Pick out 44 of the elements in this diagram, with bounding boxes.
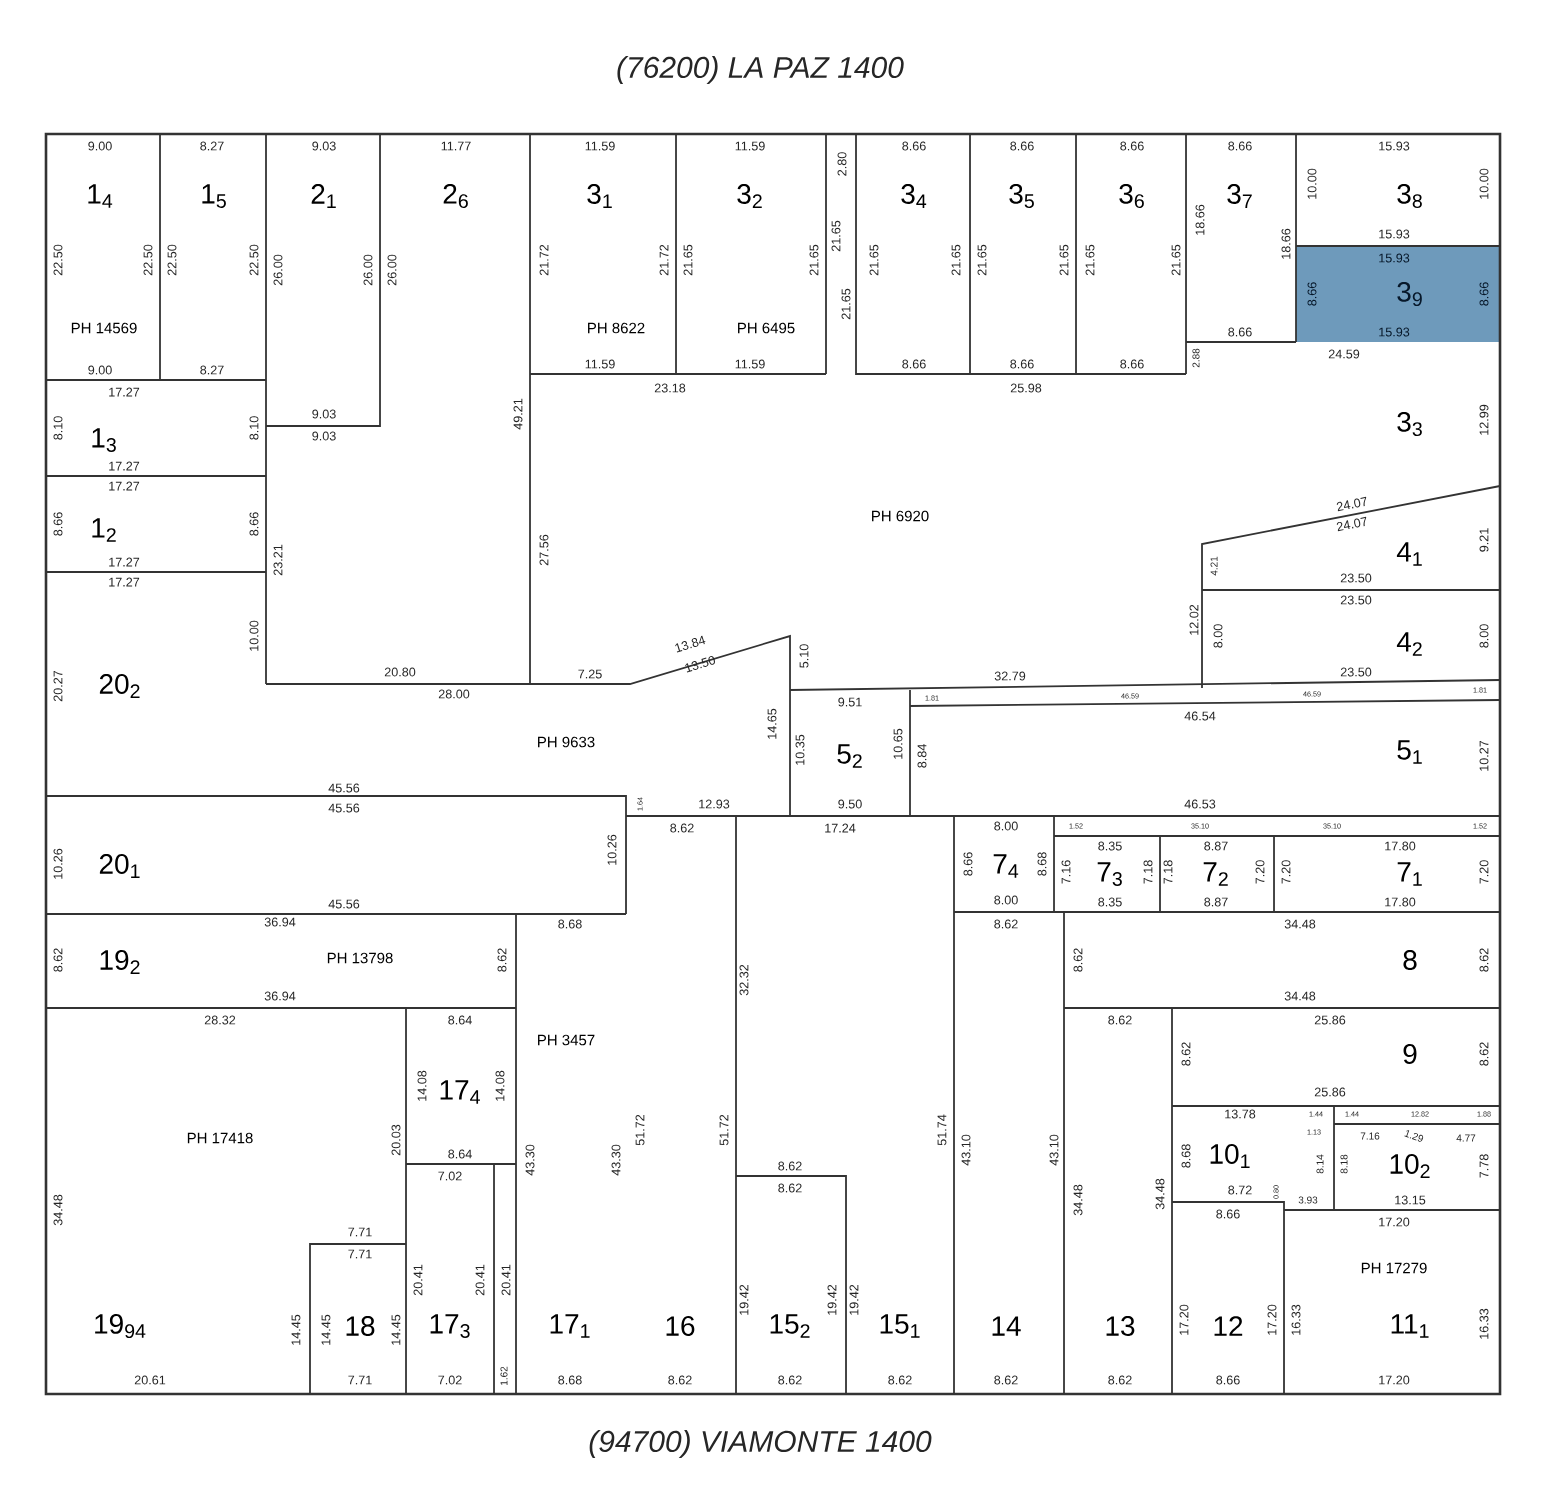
parcel-number: 3$_{6}$ xyxy=(1119,183,1144,209)
parcel-number: 10$_{2}$ xyxy=(1390,1154,1430,1178)
parcel-number: 16 xyxy=(666,1316,695,1336)
parcel-number: 10$_{1}$ xyxy=(1210,1144,1250,1168)
parcel-number: 11$_{1}$ xyxy=(1391,1314,1429,1338)
street-label: (94700) VIAMONTE 1400 xyxy=(589,1430,932,1458)
parcel-number: 1$_{5}$ xyxy=(202,184,226,208)
parcel-number: 17$_{1}$ xyxy=(550,1314,590,1338)
parcel-number: 9 xyxy=(1403,1044,1417,1064)
parcel-number: 3$_{1}$ xyxy=(587,184,612,208)
parcel-number: 4$_{2}$ xyxy=(1396,632,1422,656)
parcel-number: 17$_{4}$ xyxy=(440,1080,480,1104)
parcel-number: 19$_{94}$ xyxy=(95,1313,146,1339)
parcel-number: 20$_{2}$ xyxy=(99,674,140,698)
parcel-number: 13 xyxy=(1106,1316,1135,1336)
parcel-number: 1$_{4}$ xyxy=(88,184,113,208)
parcel-number: 15$_{2}$ xyxy=(770,1314,810,1338)
parcel-number: 17$_{3}$ xyxy=(430,1314,470,1338)
parcel-number: 7$_{4}$ xyxy=(993,854,1019,878)
parcel-number: 3$_{9}$ xyxy=(1397,281,1422,307)
parcel-number: 15$_{1}$ xyxy=(880,1314,920,1338)
parcel-number: 3$_{5}$ xyxy=(1009,183,1034,209)
parcel-number: 3$_{3}$ xyxy=(1397,411,1422,437)
parcel-number: 4$_{1}$ xyxy=(1396,542,1422,566)
parcel-number: 1$_{2}$ xyxy=(92,518,116,542)
parcel-number: 2$_{1}$ xyxy=(311,184,336,208)
street-label: (76200) LA PAZ 1400 xyxy=(617,56,904,84)
parcel-number: 20$_{1}$ xyxy=(99,854,140,878)
parcel-number: 1$_{3}$ xyxy=(92,428,116,452)
parcel-number: 19$_{2}$ xyxy=(100,950,140,974)
parcel-number: 14 xyxy=(992,1316,1021,1336)
parcel-number: 8 xyxy=(1403,950,1417,970)
parcel-number: 3$_{7}$ xyxy=(1227,184,1252,208)
parcel-number: 3$_{4}$ xyxy=(901,184,927,208)
parcel-number: 7$_{1}$ xyxy=(1397,862,1422,886)
parcel-number: 5$_{1}$ xyxy=(1397,740,1422,764)
parcel-number: 5$_{2}$ xyxy=(837,744,862,768)
parcel-number: 3$_{8}$ xyxy=(1397,183,1422,209)
parcel-number: 7$_{2}$ xyxy=(1203,862,1228,886)
parcel-number: 2$_{6}$ xyxy=(443,183,468,209)
parcel-number: 12 xyxy=(1214,1316,1243,1336)
parcel-number: 18 xyxy=(346,1316,375,1336)
parcel-number: 7$_{3}$ xyxy=(1097,862,1122,886)
parcel-number: 3$_{2}$ xyxy=(737,184,762,208)
